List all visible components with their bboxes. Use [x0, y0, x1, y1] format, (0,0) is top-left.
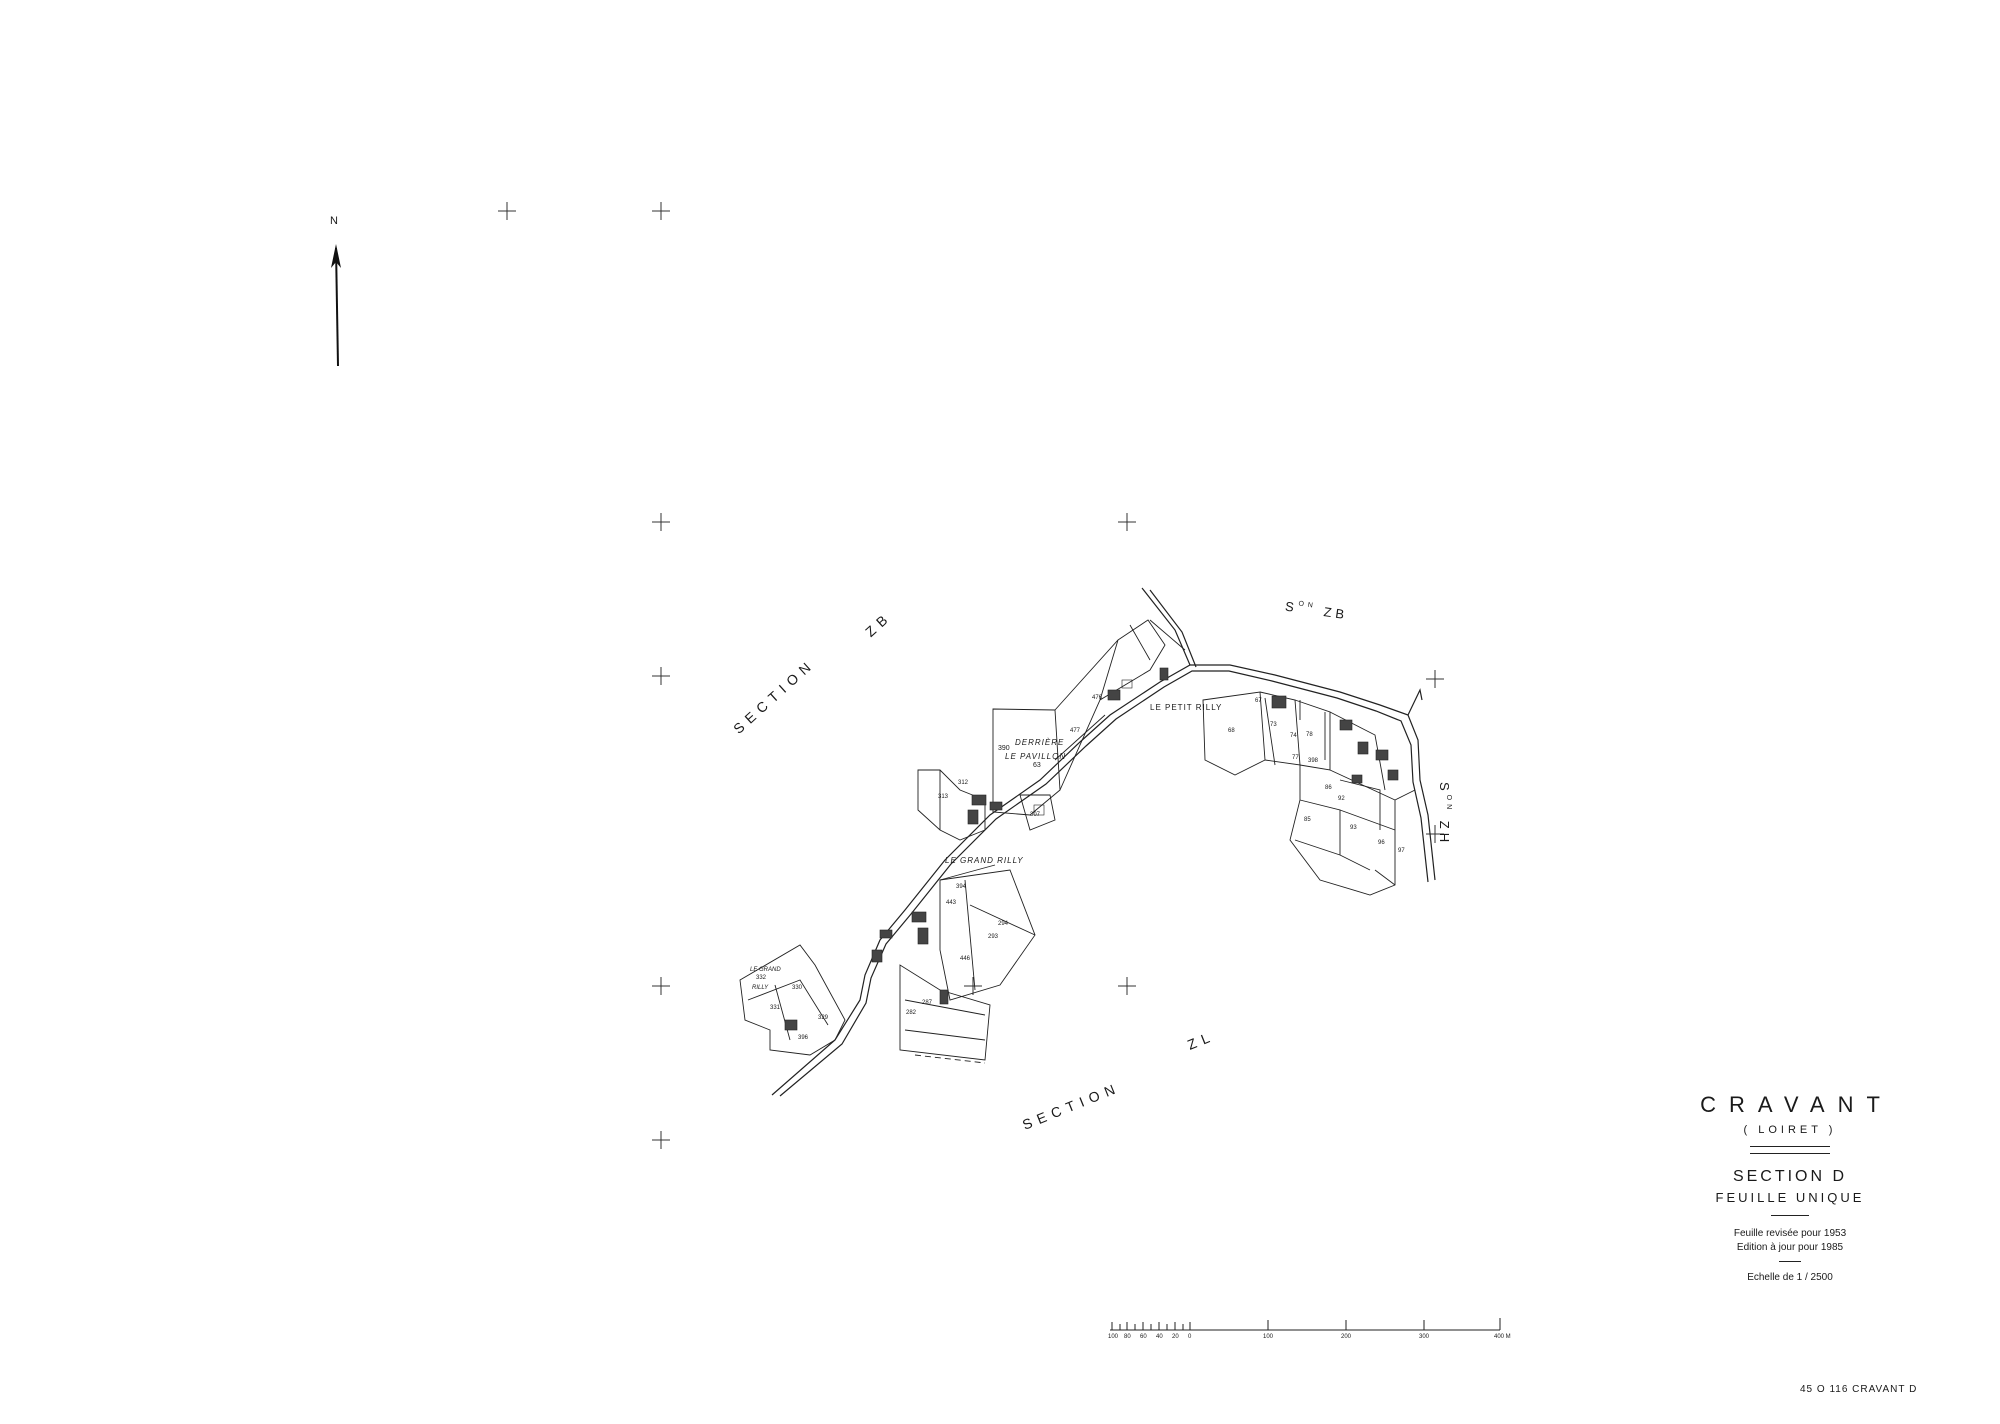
- parcel-329: 329: [818, 1015, 829, 1021]
- parcel-92: 92: [1338, 796, 1345, 802]
- department-name: ( LOIRET ): [1743, 1124, 1837, 1136]
- parcel-307: 307: [1030, 812, 1041, 818]
- place-derriere: DERRIÈRE: [1015, 738, 1065, 747]
- place-rilly-small: RILLY: [752, 985, 769, 991]
- revised-note: Feuille revisée pour 1953: [1733, 1228, 1847, 1239]
- scale-label-100: 100: [1263, 1334, 1274, 1340]
- parcel-282: 282: [906, 1010, 917, 1016]
- scale-label-200: 200: [1341, 1334, 1352, 1340]
- parcel-476: 476: [1092, 695, 1103, 701]
- parcel-332: 332: [756, 975, 767, 981]
- parcel-390: 390: [998, 745, 1010, 752]
- parcel-446: 446: [960, 956, 971, 962]
- scale-label-100-left: 100: [1108, 1334, 1119, 1340]
- parcel-398: 398: [1308, 758, 1319, 764]
- scale-label-20: 20: [1172, 1334, 1179, 1340]
- scale-bar: [1110, 1318, 1501, 1331]
- map-code: 45 O 116 CRAVANT D: [1800, 1384, 1918, 1395]
- parcel-312: 312: [958, 780, 969, 786]
- place-petit-rilly: LE PETIT RILLY: [1150, 703, 1223, 712]
- section-zb-top-on: ON: [1297, 600, 1318, 610]
- parcel-287: 287: [922, 1000, 933, 1006]
- title-block: CRAVANT ( LOIRET ) SECTION D FEUILLE UNI…: [1640, 1092, 1940, 1283]
- parcel-330: 330: [792, 985, 803, 991]
- section-zh-s: S: [1437, 782, 1452, 795]
- parcel-477: 477: [1070, 728, 1081, 734]
- parcel-396: 396: [798, 1035, 809, 1041]
- parcel-293: 293: [988, 934, 999, 940]
- scale-label-60: 60: [1140, 1334, 1147, 1340]
- place-grand-small: LE GRAND: [750, 967, 781, 973]
- scale-label-0: 0: [1188, 1334, 1192, 1340]
- parcel-93: 93: [1350, 825, 1357, 831]
- edition-rule: [1779, 1261, 1801, 1262]
- parcel-96: 96: [1378, 840, 1385, 846]
- section-zh: SON ZH: [1437, 782, 1452, 846]
- parcel-86: 86: [1325, 785, 1332, 791]
- north-arrow-icon: [331, 244, 341, 367]
- parcel-67: 67: [1255, 698, 1262, 704]
- parcel-78: 78: [1306, 732, 1313, 738]
- scale-label-400: 400 M: [1494, 1334, 1511, 1340]
- parcel-97: 97: [1398, 848, 1405, 854]
- section-zb-top-s: S: [1284, 598, 1299, 616]
- scale-label-300: 300: [1419, 1334, 1430, 1340]
- section-zh-code: ZH: [1437, 820, 1452, 847]
- edition-note: Edition à jour pour 1985: [1736, 1242, 1844, 1253]
- main-road: [771, 587, 1436, 1097]
- place-pavillon: LE PAVILLON: [1005, 752, 1067, 761]
- parcel-63: 63: [1033, 762, 1041, 769]
- title-rule: [1750, 1146, 1830, 1147]
- section-title: SECTION D: [1732, 1168, 1848, 1185]
- commune-name: CRAVANT: [1700, 1092, 1893, 1117]
- section-zh-on: ON: [1445, 794, 1452, 814]
- parcel-294: 294: [998, 921, 1009, 927]
- parcel-394: 394: [956, 884, 967, 890]
- scale-label-80: 80: [1124, 1334, 1131, 1340]
- parcel-443: 443: [946, 900, 957, 906]
- parcel-313: 313: [938, 794, 949, 800]
- title-rule-2: [1750, 1153, 1830, 1154]
- parcel-74: 74: [1290, 733, 1297, 739]
- sheet-title: FEUILLE UNIQUE: [1715, 1190, 1865, 1205]
- parcel-85: 85: [1304, 817, 1311, 823]
- parcel-77: 77: [1292, 755, 1299, 761]
- parcels: [739, 619, 1416, 1064]
- section-zb-top-code: ZB: [1322, 604, 1350, 623]
- sheet-rule: [1771, 1215, 1809, 1216]
- north-label: N: [330, 215, 338, 227]
- parcel-68: 68: [1228, 728, 1235, 734]
- grid-crosses: [498, 202, 1444, 1149]
- parcel-73: 73: [1270, 722, 1277, 728]
- scale-label-40: 40: [1156, 1334, 1163, 1340]
- parcel-331: 331: [770, 1005, 781, 1011]
- place-grand-rilly: LE GRAND RILLY: [945, 856, 1024, 865]
- scale-note: Echelle de 1 / 2500: [1747, 1272, 1833, 1283]
- buildings: [784, 667, 1399, 1031]
